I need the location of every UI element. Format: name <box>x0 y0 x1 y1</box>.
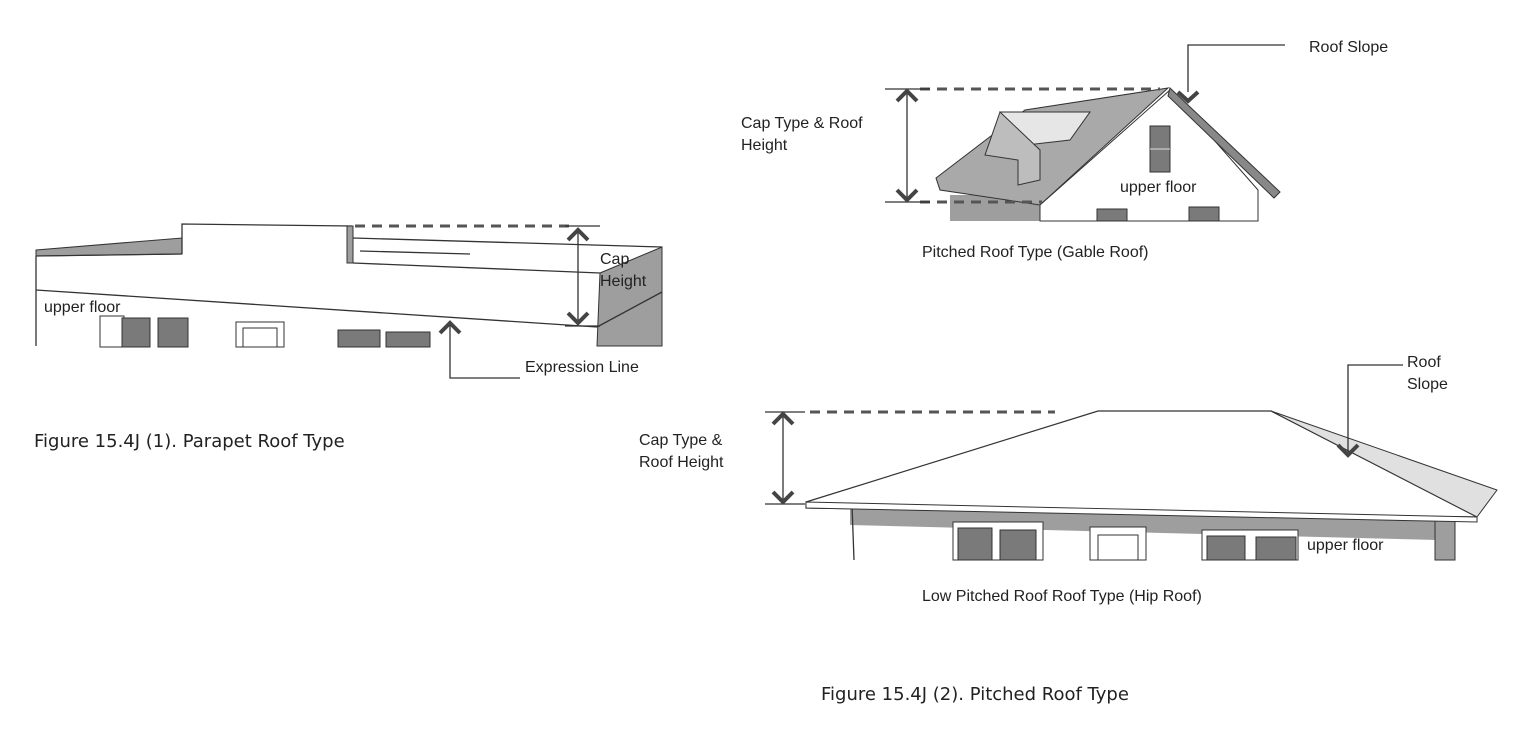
hip-roof-slope-label-1: Roof <box>1407 354 1441 371</box>
cap-height-label-1: Cap <box>600 251 629 268</box>
hip-roof-subtitle: Low Pitched Roof Roof Type (Hip Roof) <box>922 588 1202 605</box>
gable-roof-subtitle: Pitched Roof Type (Gable Roof) <box>922 244 1149 261</box>
down-chevron-icon <box>1336 443 1360 458</box>
down-chevron-icon <box>895 188 919 203</box>
gable-upper-floor-label: upper floor <box>1120 179 1197 196</box>
up-chevron-icon <box>438 320 462 335</box>
hip-cap-type-label-1: Cap Type & <box>639 432 723 449</box>
figure1-caption: Figure 15.4J (1). Parapet Roof Type <box>34 431 345 452</box>
gable-cap-type-label-2: Height <box>741 137 788 154</box>
hip-roof-illustration <box>765 364 1498 561</box>
parapet-roof-illustration <box>35 223 663 379</box>
upper-floor-label: upper floor <box>44 299 121 316</box>
hip-roof-slope-label-2: Slope <box>1407 376 1448 393</box>
hip-cap-type-label-2: Roof Height <box>639 454 724 471</box>
figure2-caption: Figure 15.4J (2). Pitched Roof Type <box>821 684 1129 705</box>
gable-cap-type-label-1: Cap Type & Roof <box>741 115 863 132</box>
gable-roof-illustration <box>885 44 1285 222</box>
cap-height-label-2: Height <box>600 273 647 290</box>
gable-roof-slope-label: Roof Slope <box>1309 39 1388 56</box>
down-chevron-icon <box>771 490 795 505</box>
down-chevron-icon <box>1176 90 1200 104</box>
up-chevron-icon <box>566 227 590 242</box>
down-chevron-icon <box>566 311 590 326</box>
up-chevron-icon <box>771 411 795 426</box>
up-chevron-icon <box>895 88 919 103</box>
hip-upper-floor-label: upper floor <box>1307 537 1384 554</box>
expression-line-label: Expression Line <box>525 359 639 376</box>
